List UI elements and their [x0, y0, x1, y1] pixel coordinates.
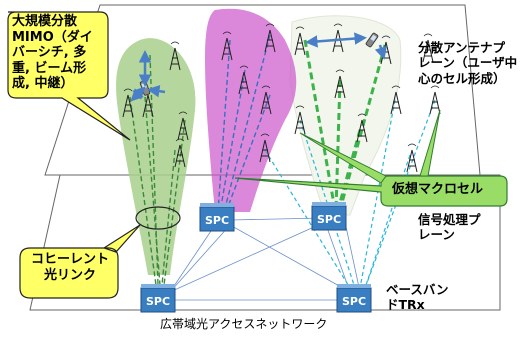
spc-label: SPC	[205, 214, 229, 227]
spc-box-bottom-right	[336, 284, 372, 313]
antenna-icon	[294, 26, 306, 56]
callout-line: 成, 中継）	[12, 76, 74, 92]
antenna-icon	[390, 85, 402, 115]
magenta-cell-links	[217, 34, 271, 213]
spc-label: SPC	[342, 295, 366, 308]
spc-label: SPC	[317, 213, 341, 226]
virtual-macro-cell-callout: 仮想マクロセル	[392, 182, 484, 197]
antenna-icon	[422, 33, 434, 63]
spc-box-bottom-left	[140, 284, 176, 313]
magenta-cell-shape	[205, 8, 297, 212]
signal-plane-label: 信号処理プ レーン	[418, 212, 481, 243]
antenna-icon	[294, 105, 306, 135]
antenna-icon	[429, 85, 441, 115]
antenna-icon	[406, 143, 418, 173]
antenna-icon	[221, 31, 233, 61]
callout-line: バーシチ, 多	[12, 45, 87, 61]
label-line: 分散アンテナプ	[418, 40, 506, 55]
antenna-icon	[174, 138, 186, 168]
antenna-icon	[356, 113, 368, 143]
antenna-icon	[238, 65, 250, 95]
massive-mimo-callout-shape	[7, 11, 131, 141]
baseband-label: ベースバン ドTRx	[386, 282, 449, 313]
coherent-link-callout-shape	[19, 224, 141, 299]
spc-label: SPC	[146, 295, 170, 308]
mobile-phone-icon	[365, 32, 379, 48]
label-line: 心のセル形成）	[418, 70, 506, 86]
spc-box-top-right	[311, 202, 347, 231]
spc-box-top-left	[199, 203, 235, 232]
label-line: ドTRx	[386, 297, 425, 313]
network-links	[159, 217, 361, 301]
callout-line: 光リンク	[43, 267, 96, 283]
antenna-icon	[264, 23, 276, 53]
virtual-macro-cell-pointer	[299, 109, 441, 184]
green-cell-links	[129, 54, 186, 286]
label-line: レーン（ユーザ中	[418, 55, 518, 71]
white-cell-links	[303, 39, 387, 211]
antenna-icon	[169, 41, 181, 71]
antenna-plane-label: 分散アンテナプ レーン（ユーザ中 心のセル形成）	[418, 40, 517, 86]
massive-mimo-callout: 大規模分散 MIMO（ダイ バーシチ, 多 重, ビーム形 成, 中継）	[12, 14, 93, 92]
radio-arrows	[130, 32, 387, 102]
callout-line: 大規模分散	[12, 14, 78, 29]
label-line: 信号処理プ	[418, 212, 481, 227]
antenna-icon	[177, 111, 189, 141]
antenna-icon	[259, 133, 271, 163]
label-line: ベースバン	[386, 282, 449, 297]
coherent-link-ellipse	[135, 206, 181, 230]
antenna-icon	[334, 69, 346, 99]
antenna-icon	[260, 85, 272, 115]
label-line: レーン	[418, 227, 455, 243]
callout-line: MIMO（ダイ	[12, 29, 93, 45]
callout-line: 重, ビーム形	[12, 60, 87, 76]
white-cell-shape	[289, 15, 402, 216]
network-label: 広帯域光アクセスネットワーク	[160, 317, 328, 331]
callout-line: コヒーレント	[30, 252, 109, 267]
coherent-link-callout: コヒーレント 光リンク	[28, 252, 112, 283]
